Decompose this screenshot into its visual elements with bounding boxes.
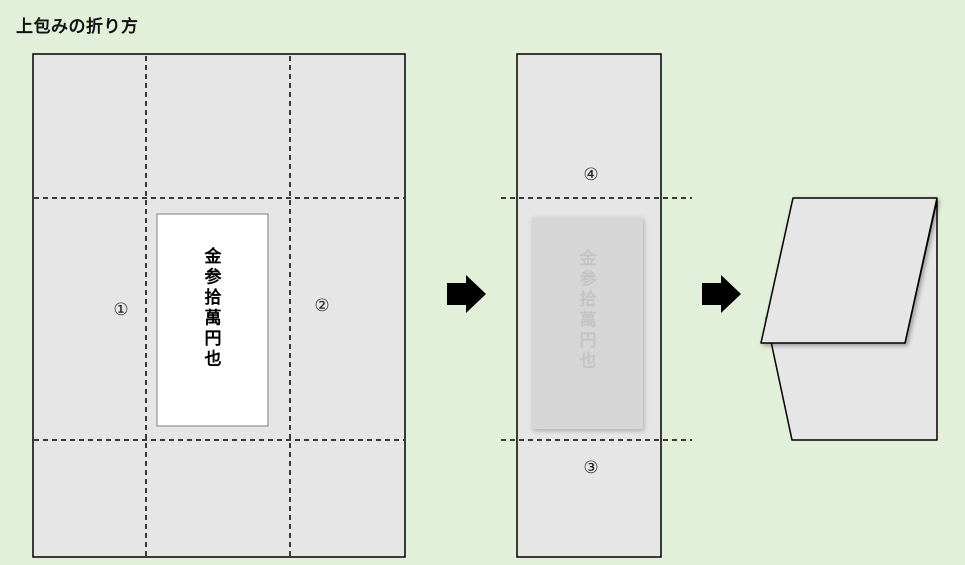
unfolded-wrapper-sheet: 金参拾萬円也 ① ② [32,53,406,558]
step-label-3: ③ [583,458,598,478]
side-folded-sheet: 金参拾萬円也 ④ ③ [501,53,692,558]
top-flap [760,197,938,344]
inner-envelope-faded [532,217,643,429]
envelope-amount-text-faded: 金参拾萬円也 [579,248,598,372]
arrow-right-icon [702,275,741,313]
step-label-1: ① [113,300,128,320]
step-label-2: ② [314,296,329,316]
folded-result [760,197,938,441]
page-title: 上包みの折り方 [16,17,139,37]
arrow-right-icon [447,275,486,313]
step-label-4: ④ [583,165,598,185]
inner-envelope [156,213,269,427]
envelope-amount-text: 金参拾萬円也 [204,246,223,370]
